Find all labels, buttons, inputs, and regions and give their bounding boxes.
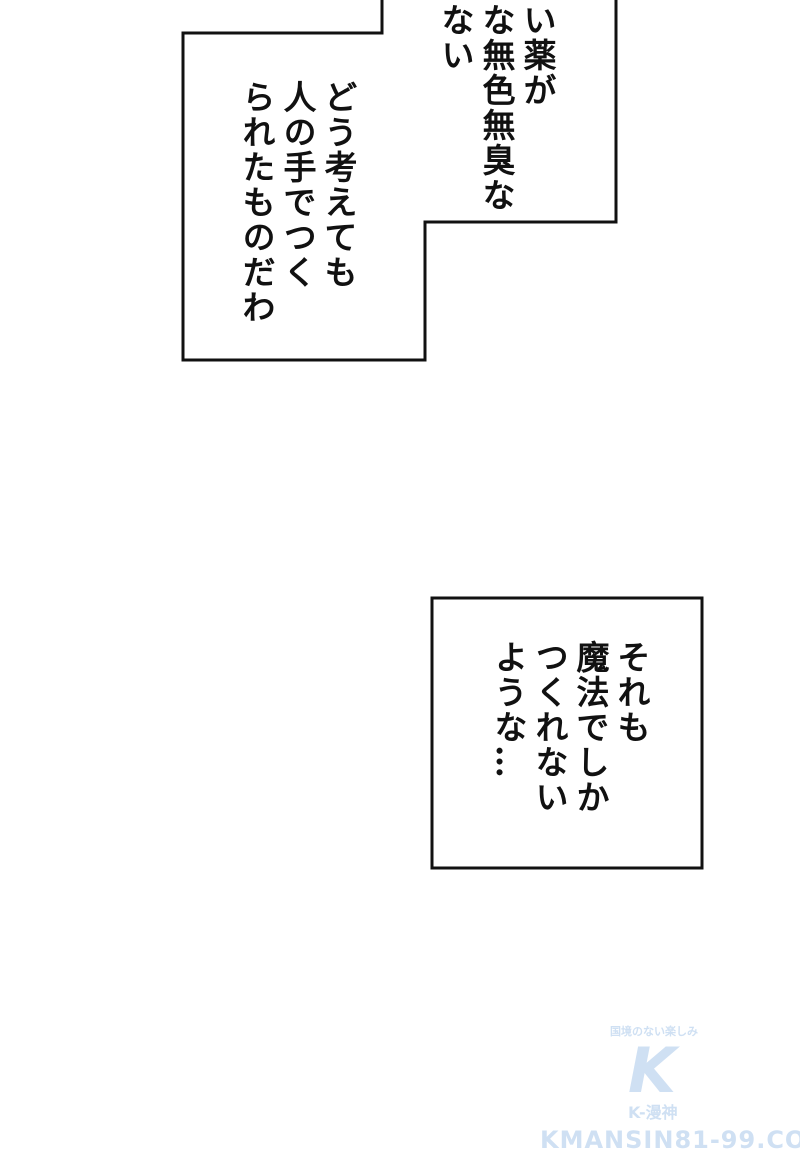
caption-line: 人の手でつく — [278, 80, 317, 290]
caption-line: ような… — [489, 640, 528, 780]
caption-line: 魔法でしか — [571, 640, 610, 815]
watermark-tagline: 国境のない楽しみ — [610, 1025, 698, 1038]
caption-line: どう考えても — [319, 80, 358, 290]
caption-line: …な無色無臭な — [477, 0, 516, 213]
caption-text-top-right: …い薬が …な無色無臭な …ない — [435, 0, 558, 213]
watermark-site: KMANSIN81-99.COM — [540, 1126, 800, 1154]
speech-box-bottom — [430, 596, 704, 870]
caption-line: つくれない — [530, 640, 569, 815]
caption-line: られたものだわ — [237, 80, 276, 325]
speech-box-top — [181, 0, 618, 362]
caption-line: …い薬が — [518, 0, 557, 108]
caption-text-bottom: それも 魔法でしか つくれない ような… — [488, 640, 652, 860]
caption-line: それも — [612, 640, 651, 745]
watermark-logo: K — [628, 1034, 677, 1107]
caption-text-middle: どう考えても 人の手でつく られたものだわ — [236, 80, 359, 340]
watermark-brand: K-漫神 — [628, 1103, 678, 1122]
caption-line: …ない — [436, 0, 475, 73]
